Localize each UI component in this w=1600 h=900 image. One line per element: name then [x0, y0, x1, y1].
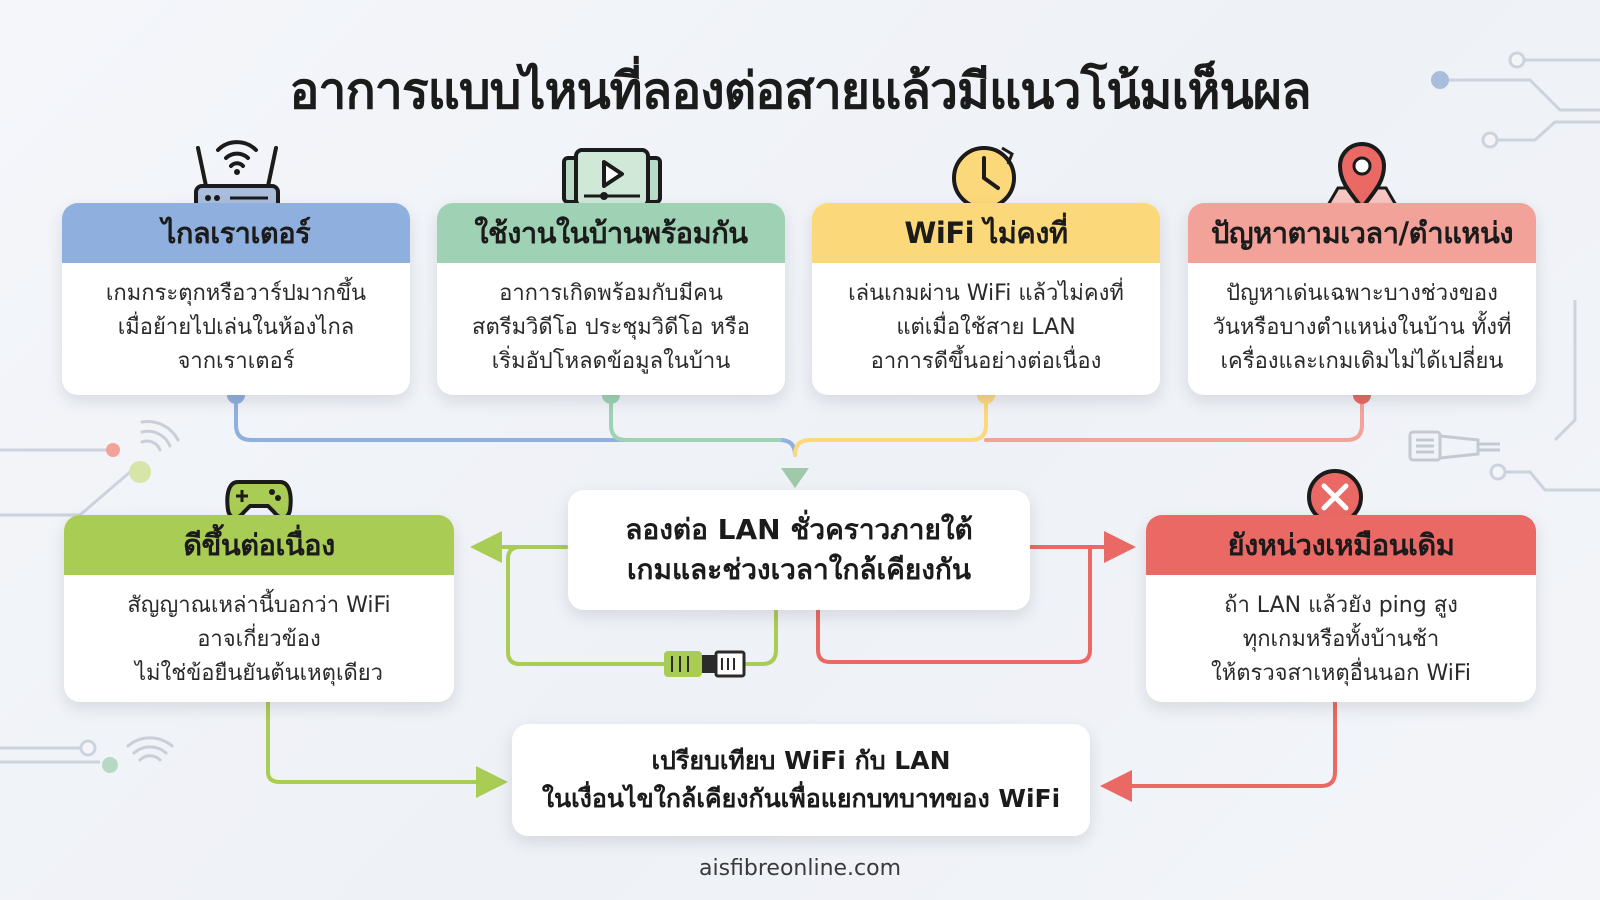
symptom-text-line: อาการเกิดพร้อมกับมีคน	[499, 281, 723, 306]
video-stream-icon	[562, 148, 662, 208]
symptom-text-line: วันหรือบางตำแหน่งในบ้าน ทั้งที่	[1212, 315, 1512, 340]
decorative-wifi-icon	[126, 420, 180, 762]
outcome-text-line: อาจเกี่ยวข้อง	[197, 627, 321, 652]
symptom-text-line: อาการดีขึ้นอย่างต่อเนื่อง	[870, 349, 1102, 374]
test-arrow-head	[781, 468, 809, 488]
clock-icon	[952, 146, 1016, 210]
page-title: อาการแบบไหนที่ลองต่อสายแล้วมีแนวโน้มเห็น…	[289, 62, 1311, 120]
symptom-heading: ปัญหาตามเวลา/ตำแหน่ง	[1188, 203, 1536, 263]
better-connector	[266, 531, 778, 798]
footer-website: aisfibreonline.com	[698, 856, 902, 881]
compare-text-line: ในเงื่อนไขใกล้เคียงกันเพื่อแยกบทบาทของ W…	[541, 784, 1061, 813]
decorative-cable-plug	[1408, 430, 1500, 462]
symptom-card-far-router: ไกลเราเตอร์ เกมกระตุกหรือวาร์ปมากขึ้น เม…	[62, 203, 410, 395]
outcome-text-line: ให้ตรวจสาเหตุอื่นนอก WiFi	[1210, 661, 1472, 686]
outcome-text-line: ทุกเกมหรือทั้งบ้านช้า	[1242, 627, 1440, 652]
symptom-heading: ไกลเราเตอร์	[62, 203, 410, 263]
lan-cable-icon	[664, 650, 746, 678]
symptom-text-line: เกมกระตุกหรือวาร์ปมากขึ้น	[105, 281, 367, 306]
lan-test-box: ลองต่อ LAN ชั่วคราวภายใต้ เกมและช่วงเวลา…	[568, 490, 1030, 610]
outcome-text-line: ถ้า LAN แล้วยัง ping สูง	[1224, 593, 1458, 618]
outcome-card-same: ยังหน่วงเหมือนเดิม ถ้า LAN แล้วยัง ping …	[1146, 515, 1536, 702]
decorative-circuit-lines	[0, 51, 1600, 773]
symptom-card-time-location: ปัญหาตามเวลา/ตำแหน่ง ปัญหาเด่นเฉพาะบางช่…	[1188, 203, 1536, 395]
outcome-text-line: ไม่ใช่ข้อยืนยันต้นเหตุเดียว	[134, 661, 384, 686]
outcome-text-line: สัญญาณเหล่านี้บอกว่า WiFi	[127, 593, 391, 618]
symptom-connectors	[234, 393, 1364, 457]
outcome-heading: ยังหน่วงเหมือนเดิม	[1146, 515, 1536, 575]
test-text-line: เกมและช่วงเวลาใกล้เคียงกัน	[626, 553, 972, 586]
same-connector	[816, 531, 1337, 802]
symptom-text-line: เริ่มอัปโหลดข้อมูลในบ้าน	[491, 349, 731, 374]
outcome-heading: ดีขึ้นต่อเนื่อง	[64, 515, 454, 575]
symptom-text-line: เมื่อย้ายไปเล่นในห้องไกล	[117, 315, 355, 340]
gamepad-icon	[225, 480, 293, 520]
symptom-text-line: จากเราเตอร์	[177, 349, 295, 374]
symptom-heading: ใช้งานในบ้านพร้อมกัน	[437, 203, 785, 263]
symptom-text-line: ปัญหาเด่นเฉพาะบางช่วงของ	[1226, 281, 1498, 306]
compare-text-line: เปรียบเทียบ WiFi กับ LAN	[651, 746, 951, 775]
symptom-card-concurrent-use: ใช้งานในบ้านพร้อมกัน อาการเกิดพร้อมกับมี…	[437, 203, 785, 395]
symptom-text-line: แต่เมื่อใช้สาย LAN	[896, 315, 1076, 340]
test-text-line: ลองต่อ LAN ชั่วคราวภายใต้	[625, 513, 973, 546]
symptom-text-line: สตรีมวิดีโอ ประชุมวิดีโอ หรือ	[472, 315, 750, 340]
symptom-card-unstable-wifi: WiFi ไม่คงที่ เล่นเกมผ่าน WiFi แล้วไม่คง…	[812, 203, 1160, 395]
outcome-card-better: ดีขึ้นต่อเนื่อง สัญญาณเหล่านี้บอกว่า WiF…	[64, 515, 454, 702]
symptom-text-line: เล่นเกมผ่าน WiFi แล้วไม่คงที่	[848, 281, 1124, 306]
compare-box: เปรียบเทียบ WiFi กับ LAN ในเงื่อนไขใกล้เ…	[512, 724, 1090, 836]
symptom-text-line: เครื่องและเกมเดิมไม่ได้เปลี่ยน	[1220, 349, 1504, 374]
symptom-heading: WiFi ไม่คงที่	[812, 203, 1160, 263]
